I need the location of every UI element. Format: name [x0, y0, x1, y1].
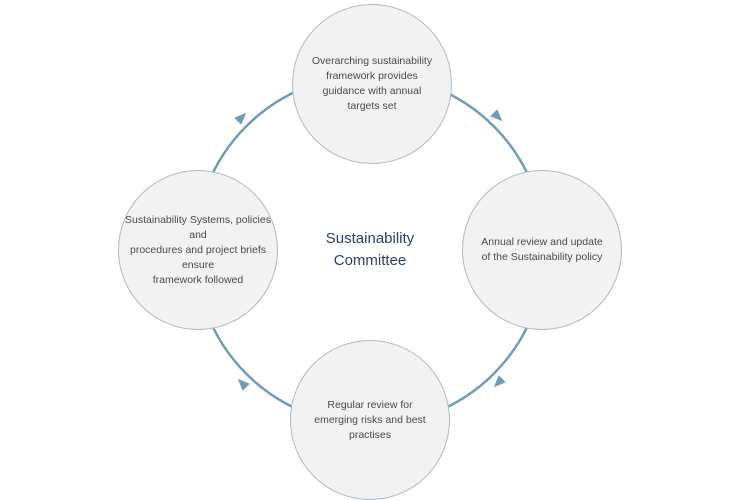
- stage-node-annual-review-label: Annual review and update of the Sustaina…: [481, 236, 603, 263]
- arrow-top-left: [234, 112, 247, 125]
- arrow-top-right: [490, 109, 503, 122]
- arrow-bottom-left: [237, 378, 250, 391]
- stage-node-framework-label: Overarching sustainability framework pro…: [311, 55, 433, 112]
- arrow-bottom-right: [493, 375, 506, 388]
- stage-node-annual-review: Annual review and update of the Sustaina…: [462, 170, 622, 330]
- stage-node-risk-review-label: Regular review for emerging risks and be…: [314, 398, 426, 441]
- center-label: Sustainability Committee: [325, 230, 415, 269]
- stage-node-systems-policies: Sustainability Systems, policies and pro…: [118, 170, 278, 330]
- stage-node-framework: Overarching sustainability framework pro…: [292, 4, 452, 164]
- stage-node-risk-review: Regular review for emerging risks and be…: [290, 340, 450, 500]
- stage-node-systems-policies-label: Sustainability Systems, policies and pro…: [125, 213, 271, 286]
